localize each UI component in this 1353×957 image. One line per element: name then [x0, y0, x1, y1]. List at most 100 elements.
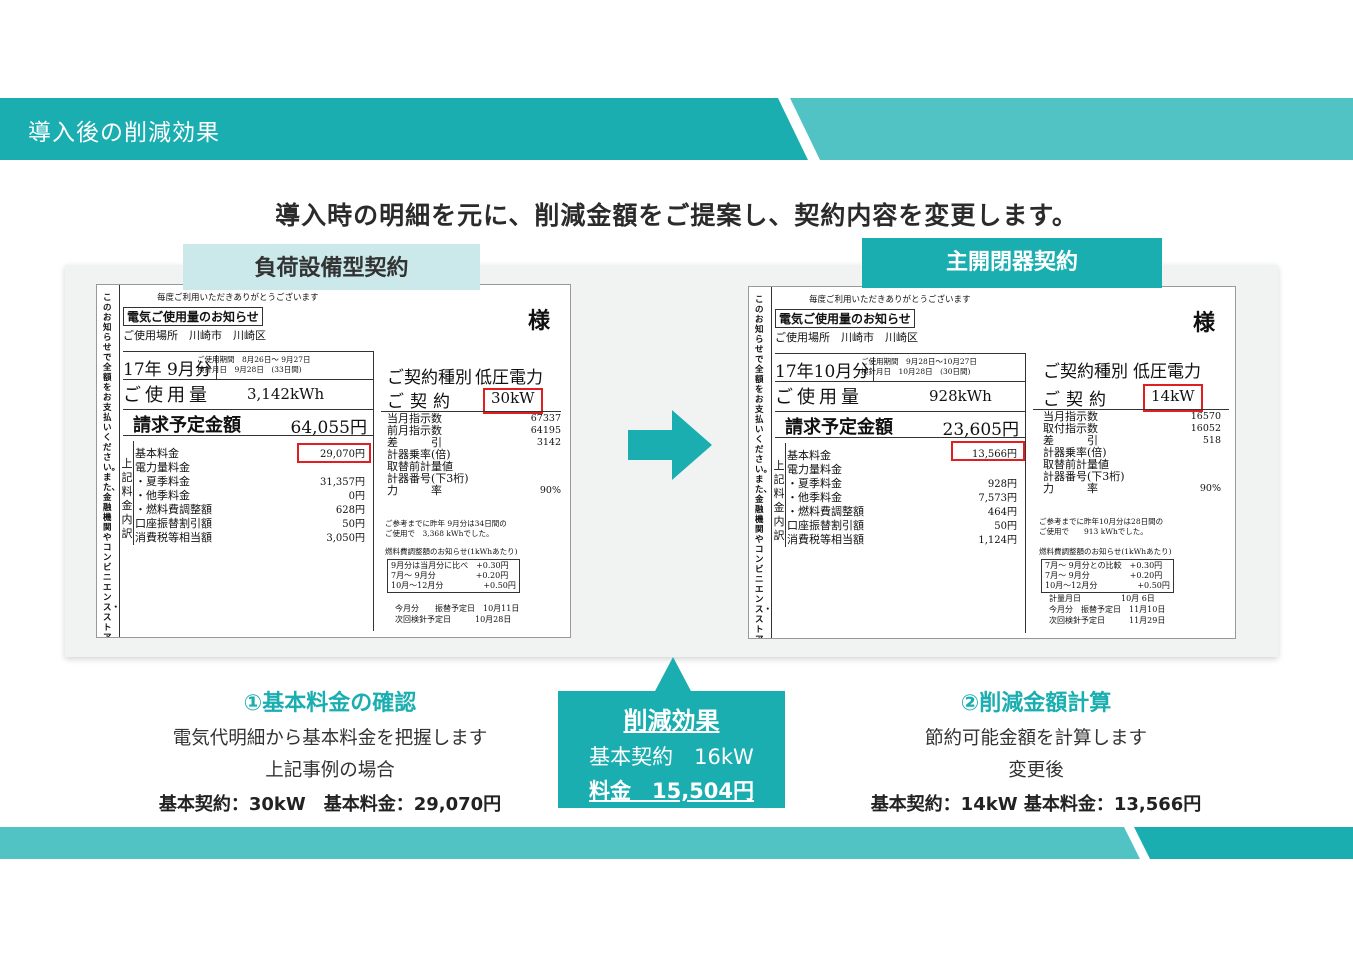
footer-bar-divider: [1124, 827, 1150, 859]
bill-value: 7,573円: [978, 493, 1017, 504]
step1-line2: 上記事例の場合: [265, 760, 395, 781]
highlight-box: [483, 388, 543, 414]
bill-fuel-table: 9月分は当月分に比べ +0.30円 7月～ 9月分 +0.20円 10月～12月…: [387, 559, 520, 593]
bill-item: ・夏季料金: [787, 477, 842, 490]
bill-value: 928円: [987, 479, 1017, 490]
bill-greeting: 毎度ご利用いただきありがとうございます: [157, 293, 319, 303]
bill-divider: [119, 285, 120, 637]
bill-billing-label: 請求予定金額: [133, 415, 241, 436]
bill-item: 消費税等相当額: [135, 531, 212, 544]
bill-item: 電力量料金: [787, 463, 842, 476]
bill-contract-label: ご契約: [387, 392, 456, 412]
bill-value: 13,566円: [972, 449, 1017, 460]
bill-value: 0円: [348, 491, 365, 502]
bill-period: ご使用期間 8月26日～ 9月27日 検針月日 9月28日 (33日間): [197, 355, 311, 374]
bill-item: 口座振替割引額: [787, 519, 864, 532]
bill-contract-type-label: ご契約種別: [1043, 362, 1128, 382]
header-bar: [0, 98, 1353, 160]
bill-rule: [123, 379, 373, 380]
bill-meter-values: 16570 16052 518 90%: [1190, 411, 1221, 494]
step1-heading: ①基本料金の確認: [243, 691, 417, 716]
bill-item: 基本料金: [135, 447, 179, 460]
bill-notice-title: 電気ご使用量のお知らせ: [123, 307, 263, 326]
bill-sama: 様: [527, 308, 550, 334]
right-bill: このお知らせで全額をお支払いください。また、金融機関やコンビニエンス・ストアでの…: [748, 286, 1236, 639]
bill-vertical-note: このお知らせで全額をお支払いください。また、金融機関やコンビニエンス・ストアでの…: [755, 295, 773, 638]
bill-fuel-title: 燃料費調整額のお知らせ(1kWhあたり): [385, 547, 518, 556]
bill-notice-title: 電気ご使用量のお知らせ: [775, 309, 915, 328]
effect-pointer-shape: [654, 657, 692, 693]
bill-rule: [775, 411, 1025, 412]
reduction-effect-box: 削減効果 基本契約 16kW 料金 15,504円: [558, 691, 785, 808]
bill-item: 消費税等相当額: [787, 533, 864, 546]
contract-tag-main-switch: 主開閉器契約: [862, 238, 1162, 288]
bill-item: 電力量料金: [135, 461, 190, 474]
headline: 導入時の明細を元に、削減金額をご提案し、契約内容を変更します。: [275, 201, 1078, 230]
bill-rule: [123, 435, 373, 436]
bill-fuel-table: 7月～ 9月分との比較 +0.30円 7月～ 9月分 +0.20円 10月～12…: [1041, 559, 1174, 593]
bill-billing-value: 64,055円: [290, 418, 367, 438]
bill-rule: [775, 437, 1025, 438]
effect-contract: 基本契約 16kW: [589, 745, 754, 769]
bill-rule: [775, 381, 1025, 382]
bill-item: 基本料金: [787, 449, 831, 462]
highlight-box: [1143, 384, 1203, 412]
bill-rule: [123, 409, 373, 410]
bill-value: 1,124円: [978, 535, 1017, 546]
bill-value: 628円: [335, 505, 365, 516]
header-bar-dark: [0, 98, 808, 160]
bill-item: ・他季料金: [135, 489, 190, 502]
bill-contract-value: 14kW: [1151, 387, 1195, 405]
bill-rule: [381, 411, 561, 412]
bill-divider: [771, 287, 772, 638]
bill-contract-value: 30kW: [491, 389, 535, 407]
bill-month: 17年 9月分: [123, 355, 217, 380]
bill-item: ・燃料費調整額: [787, 505, 864, 518]
arrow-right-shape: [628, 410, 712, 480]
bill-billing-value: 23,605円: [942, 420, 1019, 440]
bill-value: 50円: [342, 519, 365, 530]
left-bill: このお知らせで全額をお支払いください。また、金融機関やコンビニエンス・ストアでの…: [96, 284, 571, 638]
effect-amount: 料金 15,504円: [588, 779, 755, 803]
bill-contract-type-value: 低圧電力: [1133, 362, 1201, 382]
step1-line1: 電気代明細から基本料金を把握します: [172, 728, 488, 749]
bill-column-rule: [373, 351, 374, 631]
arrow-right-icon: [628, 410, 712, 480]
bill-place: ご使用場所 川崎市 川崎区: [775, 331, 918, 344]
bill-contract-label: ご契約: [1043, 390, 1112, 410]
bill-usage-value: 928kWh: [929, 387, 992, 405]
bill-item: ・夏季料金: [135, 475, 190, 488]
footer-bar-light: [0, 827, 1140, 859]
bill-rule: [1033, 409, 1229, 410]
bill-rule: [123, 351, 373, 352]
bill-item: ・燃料費調整額: [135, 503, 212, 516]
bill-usage-label: ご使用量: [775, 387, 863, 408]
step2-summary: 基本契約：14kW 基本料金：13,566円: [870, 794, 1202, 815]
bill-rule: [775, 353, 1025, 354]
footer-bar: [0, 827, 1353, 859]
bill-reference: ご参考までに昨年 9月分は34日間の ご使用で 3,368 kWhでした。: [385, 519, 507, 538]
bill-vertical-note: このお知らせで全額をお支払いください。また、金融機関やコンビニエンス・ストアでの…: [103, 293, 121, 638]
contract-tag-load-equipment: 負荷設備型契約: [183, 244, 480, 290]
step2-line2: 変更後: [1008, 760, 1064, 781]
bill-dates: 今月分 振替予定日 10月11日 次回検針予定日 10月28日: [395, 604, 520, 624]
bill-sama: 様: [1192, 310, 1215, 336]
bill-greeting: 毎度ご利用いただきありがとうございます: [809, 295, 971, 305]
bill-dates: 計量月日 10月 6日 今月分 振替予定日 11月10日 次回検針予定日 11月…: [1049, 594, 1166, 625]
step2-line1: 節約可能金額を計算します: [924, 728, 1147, 749]
bill-column-rule: [1025, 353, 1026, 633]
bill-reference: ご参考までに昨年10月分は28日間の ご使用で 913 kWhでした。: [1039, 517, 1164, 536]
step1-summary: 基本契約：30kW 基本料金：29,070円: [158, 794, 502, 815]
bill-fuel-title: 燃料費調整額のお知らせ(1kWhあたり): [1039, 547, 1172, 556]
bill-period: ご使用期間 9月28日～10月27日 検針月日 10月28日 (30日間): [861, 357, 977, 376]
bill-item: 口座振替割引額: [135, 517, 212, 530]
page-title: 導入後の削減効果: [28, 120, 220, 146]
effect-pointer: [654, 657, 692, 693]
bill-value: 464円: [987, 507, 1017, 518]
bill-value: 3,050円: [326, 533, 365, 544]
effect-title: 削減効果: [623, 707, 720, 735]
highlight-box: [951, 441, 1025, 461]
bill-usage-value: 3,142kWh: [247, 385, 325, 403]
bill-side-label: 上記料金内訳: [121, 457, 133, 540]
bill-item-rule: [133, 441, 134, 545]
